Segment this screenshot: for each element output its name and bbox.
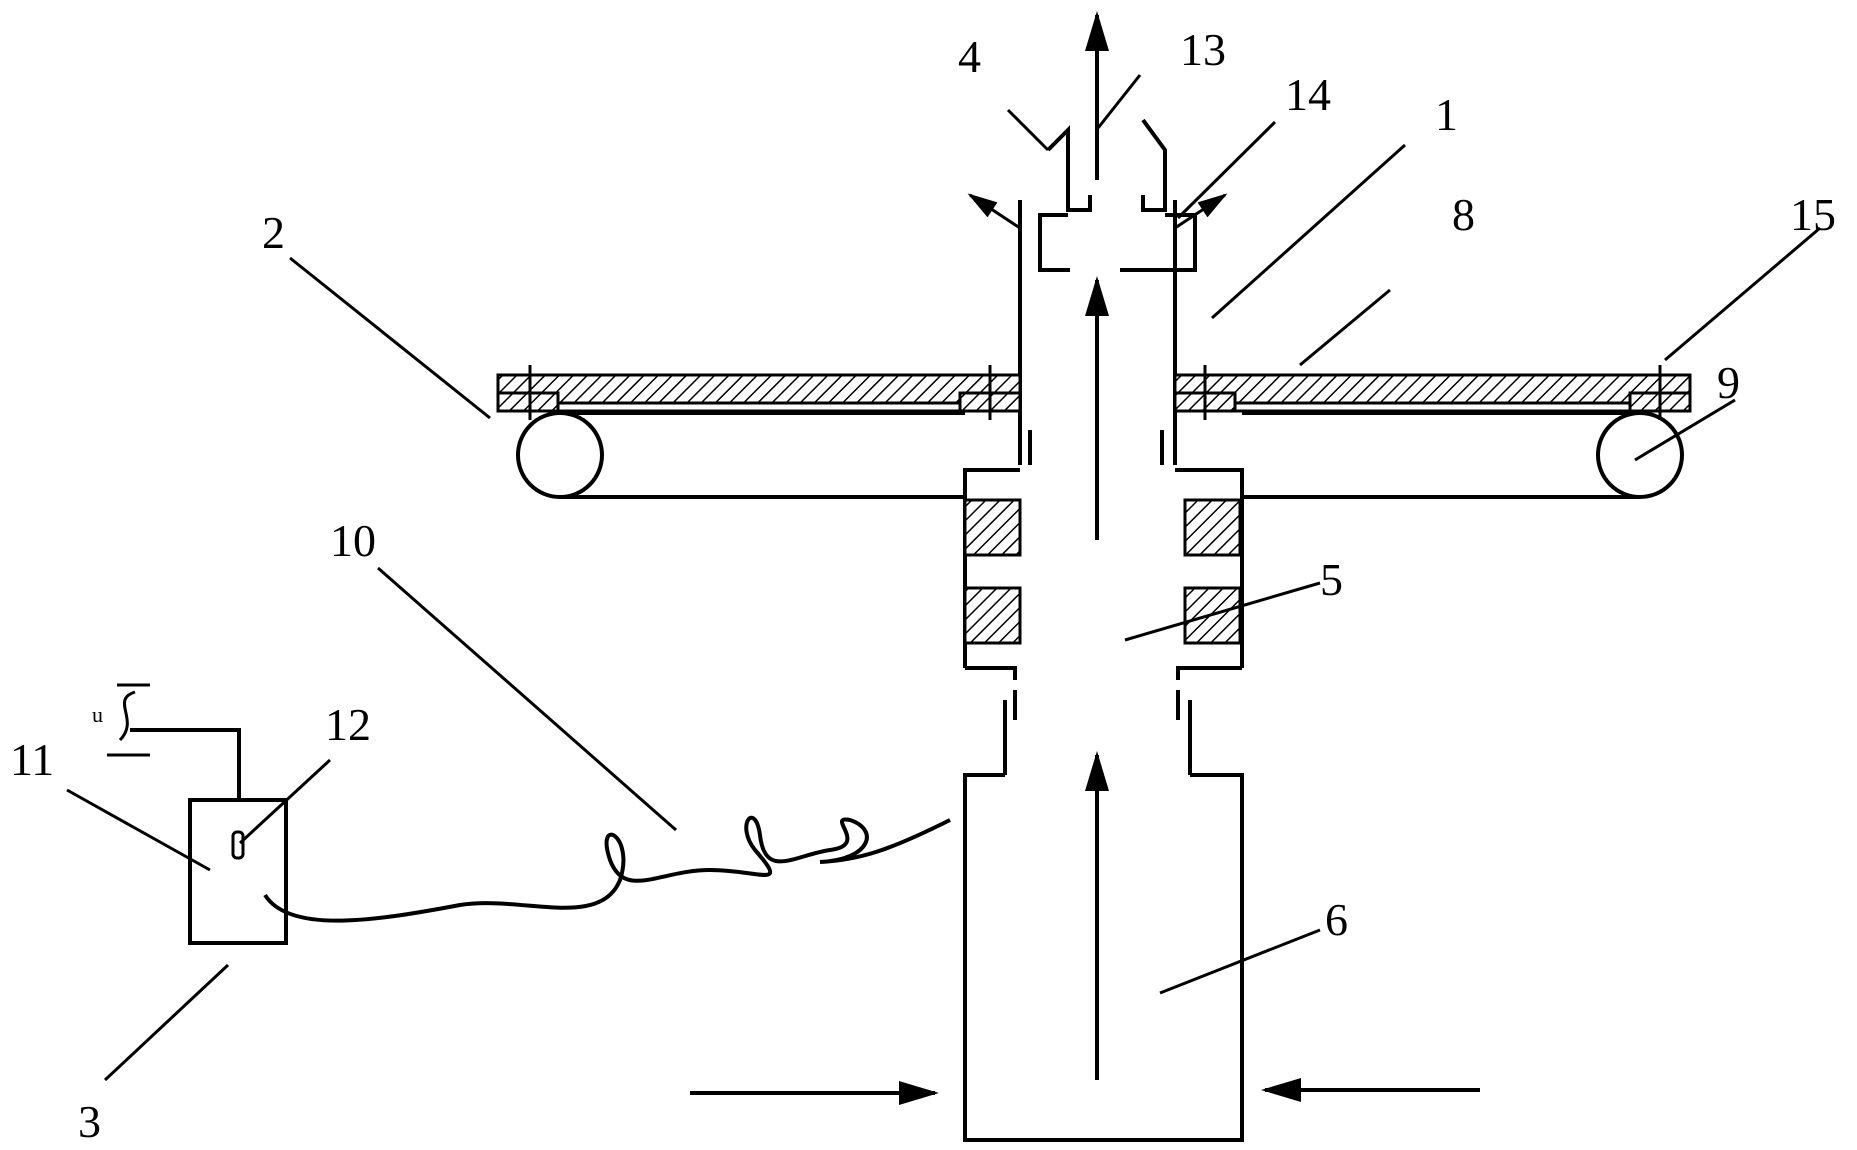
label-2: 2 [262,207,285,258]
bearing-upper-left [963,498,1022,557]
bearing-lower-right [1183,586,1242,645]
belts [560,411,1640,499]
label-9: 9 [1717,357,1740,408]
label-13: 13 [1180,24,1226,75]
bearing-lower-left [963,586,1022,645]
left-arm [496,365,1022,420]
tube-upper [1018,200,1177,465]
cable [263,815,951,923]
labels: 1 2 3 4 5 6 8 9 10 11 12 13 14 15 [10,24,1836,1147]
label-10: 10 [330,515,376,566]
label-8: 8 [1452,189,1475,240]
label-4: 4 [958,31,981,82]
exhaust-nozzle [1038,118,1197,272]
control-box [188,798,288,945]
label-3: 3 [78,1096,101,1147]
tube-lower [1003,690,1192,775]
switch [231,830,245,860]
power-lead [130,728,241,800]
right-wheel [1596,411,1684,499]
bearing-housing [963,468,1244,680]
leader-lines [66,74,1821,1082]
chamber [963,773,1244,1142]
bearing-upper-right [1183,498,1242,557]
power-source-symbol: u [92,683,150,757]
label-6: 6 [1325,894,1348,945]
flow-arrows [690,11,1480,1105]
label-14: 14 [1285,69,1331,120]
label-11: 11 [10,734,54,785]
power-symbol: u [92,702,103,727]
label-5: 5 [1320,554,1343,605]
label-15: 15 [1790,189,1836,240]
label-12: 12 [325,699,371,750]
left-wheel [516,411,604,499]
label-1: 1 [1435,89,1458,140]
